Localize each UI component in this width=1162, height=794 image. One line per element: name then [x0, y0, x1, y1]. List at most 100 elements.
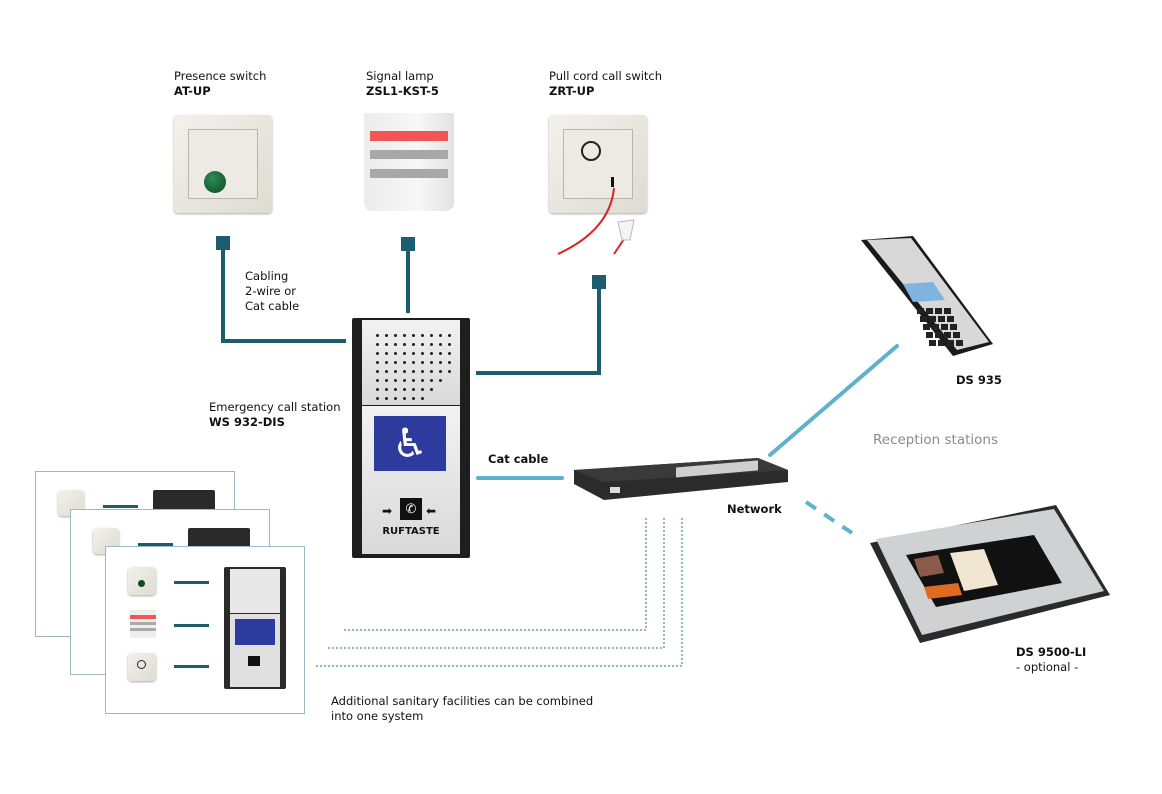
ds9500-device — [870, 505, 1110, 643]
connector-pullcord — [592, 275, 606, 289]
grille-hole — [394, 334, 397, 337]
ds935-device — [861, 236, 993, 356]
emergency-call-station: ♿ ➡ ✆ ⬅ RUFTASTE — [352, 318, 470, 558]
ring-icon — [581, 141, 601, 161]
mini-pull-cord — [128, 653, 156, 681]
footer-line-2: into one system — [331, 709, 424, 723]
grille-hole — [448, 352, 451, 355]
grille-hole — [376, 352, 379, 355]
grille-hole — [448, 343, 451, 346]
grille-hole — [412, 334, 415, 337]
grille-hole — [385, 388, 388, 391]
grille-hole — [385, 370, 388, 373]
keypad-key — [926, 308, 933, 314]
keypad-key — [947, 316, 954, 322]
keypad-key — [929, 340, 936, 346]
grille-hole — [394, 352, 397, 355]
keypad-key — [923, 324, 930, 330]
grille-hole — [376, 334, 379, 337]
grille-hole — [403, 397, 406, 400]
presence-switch-label: Presence switch AT-UP — [174, 69, 266, 99]
keypad-key — [920, 316, 927, 322]
grille-hole — [430, 334, 433, 337]
network-label: Network — [727, 502, 782, 516]
grille-hole — [394, 379, 397, 382]
grille-hole — [394, 361, 397, 364]
dotted-link-3 — [314, 518, 683, 667]
ds935-model: DS 935 — [956, 373, 1002, 387]
presence-switch-model: AT-UP — [174, 84, 211, 98]
green-button-icon — [204, 171, 226, 193]
keypad-key — [950, 324, 957, 330]
cable-pullcord — [476, 289, 601, 375]
pull-cord-name: Pull cord call switch — [549, 69, 663, 83]
call-button-label: RUFTASTE — [382, 526, 440, 537]
grille-hole — [412, 343, 415, 346]
grille-hole — [385, 397, 388, 400]
grille-hole — [403, 370, 406, 373]
footer-note: Additional sanitary facilities can be co… — [331, 694, 593, 724]
pull-cord-wire — [557, 187, 635, 255]
connector-lamp — [401, 237, 415, 251]
keypad-key — [956, 340, 963, 346]
cable-ds9500 — [804, 500, 854, 535]
lamp-red-stripe — [370, 131, 448, 141]
grille-hole — [439, 370, 442, 373]
network-switch — [574, 458, 788, 500]
pull-cord-model: ZRT-UP — [549, 84, 595, 98]
grille-hole — [421, 388, 424, 391]
grille-hole — [376, 379, 379, 382]
dotted-link-2 — [328, 518, 665, 649]
keypad-key — [926, 332, 933, 338]
phone-icon: ✆ — [405, 501, 417, 517]
presence-switch-device — [174, 115, 272, 213]
mini-signal-lamp — [130, 610, 156, 638]
station-model: WS 932-DIS — [209, 415, 285, 429]
footer-line-1: Additional sanitary facilities can be co… — [331, 694, 594, 708]
grille-hole — [403, 388, 406, 391]
grille-hole — [403, 361, 406, 364]
grille-hole — [412, 352, 415, 355]
keypad-key — [944, 332, 951, 338]
pull-cord-device — [549, 115, 647, 213]
cabling-line-3: Cat cable — [245, 299, 300, 313]
call-panel: ♿ ➡ ✆ ⬅ RUFTASTE — [362, 406, 460, 554]
grille-hole — [394, 343, 397, 346]
dotted-link-1 — [342, 518, 647, 631]
grille-hole — [385, 334, 388, 337]
grille-hole — [412, 397, 415, 400]
station-name: Emergency call station — [209, 400, 341, 414]
lamp-gray-stripe — [370, 150, 448, 159]
connector-presence — [216, 236, 230, 250]
keypad-key — [935, 332, 942, 338]
grille-hole — [421, 361, 424, 364]
cable-ds935 — [768, 344, 899, 457]
keypad-key — [917, 308, 924, 314]
facility-card-front — [105, 546, 305, 714]
keypad-key — [953, 332, 960, 338]
arrow-right-icon: ➡ — [382, 504, 393, 518]
grille-hole — [385, 343, 388, 346]
grille-hole — [439, 361, 442, 364]
grille-hole — [439, 352, 442, 355]
grille-hole — [421, 343, 424, 346]
grille-hole — [376, 361, 379, 364]
grille-hole — [430, 343, 433, 346]
grille-hole — [403, 334, 406, 337]
grille-hole — [439, 343, 442, 346]
grille-hole — [448, 370, 451, 373]
keypad-key — [947, 340, 954, 346]
grille-hole — [403, 379, 406, 382]
presence-switch-name: Presence switch — [174, 69, 267, 83]
grille-hole — [448, 334, 451, 337]
grille-hole — [385, 352, 388, 355]
grille-hole — [394, 370, 397, 373]
cabling-line-2: 2-wire or — [245, 284, 297, 298]
call-button[interactable]: ✆ — [400, 498, 422, 520]
grille-hole — [421, 370, 424, 373]
grille-hole — [430, 388, 433, 391]
cable-presence — [221, 250, 346, 343]
grille-hole — [430, 370, 433, 373]
grille-hole — [385, 361, 388, 364]
